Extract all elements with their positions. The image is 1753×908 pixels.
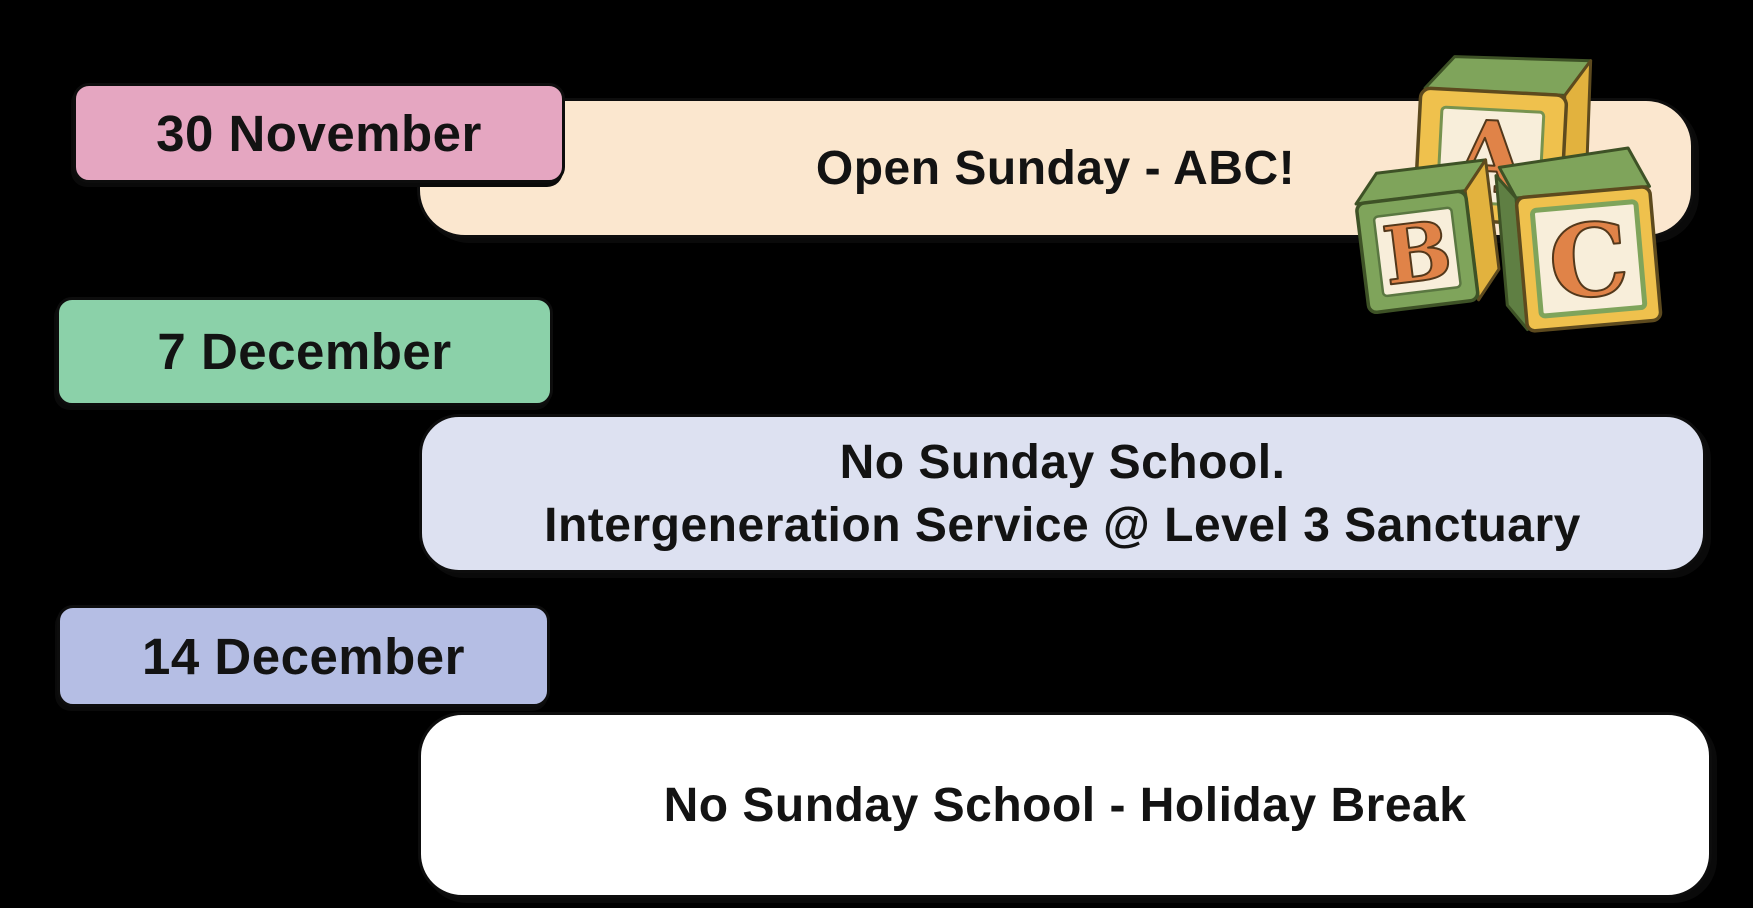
block-c: C — [1494, 146, 1663, 333]
abc-blocks-illustration: A B C — [1354, 55, 1663, 333]
date-badge-30-november: 30 November — [73, 83, 565, 183]
block-letter-c: C — [1544, 199, 1634, 323]
block-b-panel — [1372, 206, 1462, 298]
event-box-holiday-break: No Sunday School - Holiday Break — [418, 712, 1712, 898]
block-c-panel — [1529, 199, 1648, 319]
event-text-line: Intergeneration Service @ Level 3 Sanctu… — [544, 498, 1581, 552]
date-badge-label: 14 December — [141, 627, 466, 685]
date-badge-label: 30 November — [156, 104, 482, 162]
date-badge-7-december: 7 December — [56, 297, 553, 406]
event-text-line: No Sunday School - Holiday Break — [663, 778, 1467, 832]
block-b: B — [1354, 158, 1501, 315]
block-letter-b: B — [1378, 202, 1457, 304]
event-text-line: No Sunday School. — [839, 435, 1286, 489]
event-text-line: Open Sunday - ABC! — [815, 141, 1296, 195]
date-badge-14-december: 14 December — [57, 605, 550, 707]
date-badge-label: 7 December — [157, 323, 452, 380]
event-box-intergeneration-service: No Sunday School. Intergeneration Servic… — [419, 414, 1706, 573]
